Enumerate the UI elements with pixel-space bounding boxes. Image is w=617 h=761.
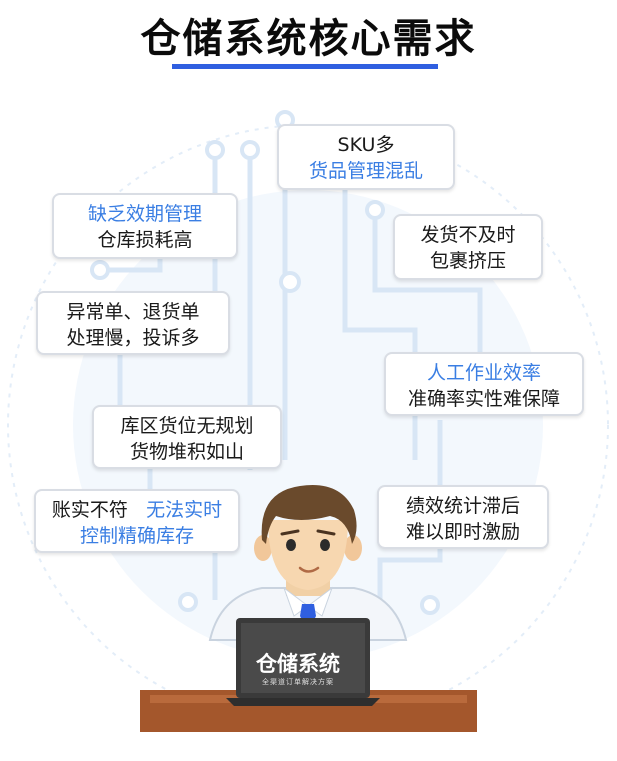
card-inventory-line2: 控制精确库存 <box>79 525 194 547</box>
card-manual-line2: 准确率实性难保障 <box>407 388 560 410</box>
title-underline <box>172 64 438 69</box>
card-abnormal-line2: 处理慢，投诉多 <box>66 327 200 349</box>
card-sku-line2: 货品管理混乱 <box>308 160 423 182</box>
card-manual-line1: 人工作业效率 <box>426 362 541 384</box>
card-location: 库区货位无规划 货物堆积如山 <box>92 405 282 469</box>
card-manual: 人工作业效率 准确率实性难保障 <box>384 352 584 416</box>
card-location-line1: 库区货位无规划 <box>120 415 254 437</box>
card-inventory-line1a: 账实不符 <box>51 499 128 521</box>
laptop-screen-subtitle: 全渠道订单解决方案 <box>262 678 334 686</box>
card-performance: 绩效统计滞后 难以即时激励 <box>377 485 549 549</box>
card-performance-line1: 绩效统计滞后 <box>405 495 520 517</box>
card-shipping-line2: 包裹挤压 <box>429 250 506 272</box>
laptop-screen-title: 仓储系统 <box>256 652 340 676</box>
card-expiry: 缺乏效期管理 仓库损耗高 <box>52 193 238 259</box>
card-inventory-line1: 账实不符 无法实时 <box>36 497 238 523</box>
card-expiry-line2: 仓库损耗高 <box>97 229 193 251</box>
card-sku: SKU多 货品管理混乱 <box>277 124 455 190</box>
card-abnormal-line1: 异常单、退货单 <box>66 301 200 323</box>
card-inventory: 账实不符 无法实时 控制精确库存 <box>34 489 240 553</box>
card-inventory-line1b: 无法实时 <box>146 499 223 521</box>
page-title: 仓储系统核心需求 <box>140 16 477 62</box>
card-expiry-line1: 缺乏效期管理 <box>87 203 202 225</box>
card-abnormal: 异常单、退货单 处理慢，投诉多 <box>36 291 230 355</box>
card-location-line2: 货物堆积如山 <box>129 441 244 463</box>
card-performance-line2: 难以即时激励 <box>405 521 520 543</box>
card-sku-line1: SKU多 <box>337 134 395 156</box>
card-shipping: 发货不及时 包裹挤压 <box>393 214 543 280</box>
card-shipping-line1: 发货不及时 <box>420 224 516 246</box>
